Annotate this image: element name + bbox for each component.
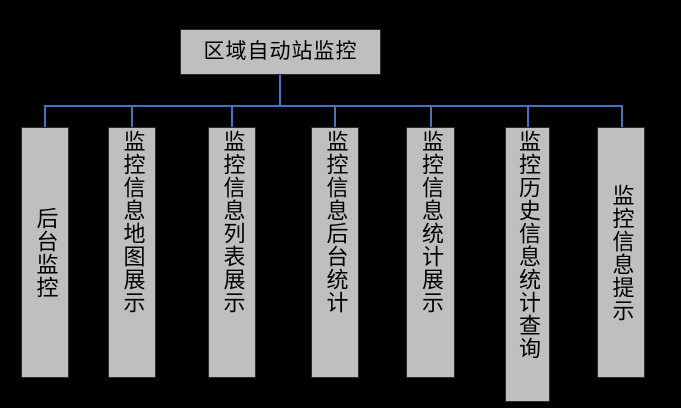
connector-drop-5 xyxy=(430,105,432,127)
node-child-7[interactable]: 监控信息提示 xyxy=(597,127,645,378)
node-child-4-label: 监控信息后台统计 xyxy=(322,130,348,314)
connector-drop-2 xyxy=(131,105,133,127)
node-child-3-label: 监控信息列表展示 xyxy=(219,130,245,314)
node-child-6-label: 监控历史信息统计查询 xyxy=(515,130,541,360)
node-child-3[interactable]: 监控信息列表展示 xyxy=(208,127,256,378)
node-child-2-label: 监控信息地图展示 xyxy=(119,130,145,314)
node-child-1[interactable]: 后台监控 xyxy=(21,127,69,378)
node-child-4[interactable]: 监控信息后台统计 xyxy=(311,127,359,378)
node-child-7-label: 监控信息提示 xyxy=(608,183,634,322)
node-child-2[interactable]: 监控信息地图展示 xyxy=(108,127,156,378)
connector-drop-1 xyxy=(44,105,46,127)
connector-drop-6 xyxy=(527,105,529,127)
node-child-5[interactable]: 监控信息统计展示 xyxy=(406,127,455,378)
node-root[interactable]: 区域自动站监控 xyxy=(180,29,381,75)
node-child-6[interactable]: 监控历史信息统计查询 xyxy=(505,127,550,402)
connector-drop-4 xyxy=(334,105,336,127)
connector-drop-7 xyxy=(621,105,623,127)
connector-drop-3 xyxy=(231,105,233,127)
connector-root-stem xyxy=(279,75,281,106)
node-root-label: 区域自动站监控 xyxy=(203,39,358,64)
node-child-1-label: 后台监控 xyxy=(32,206,58,299)
node-child-5-label: 监控信息统计展示 xyxy=(418,130,444,314)
connector-horizontal-bus xyxy=(44,105,623,107)
